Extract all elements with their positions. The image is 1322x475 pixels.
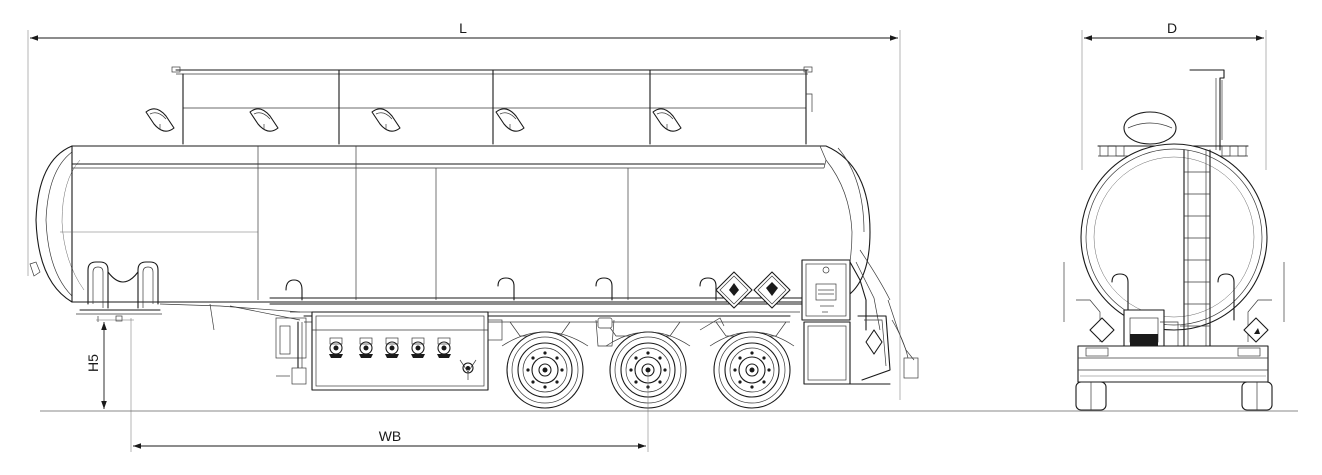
dimension-h5: H5 [85,319,134,409]
tank-end [1080,143,1268,331]
rear-view-wheels [1075,381,1273,411]
valve-cabinet [311,311,503,391]
rear-pipework [275,317,307,385]
rear-ladder [76,261,162,322]
height-label: H5 [85,354,101,372]
length-label: L [459,20,467,36]
diameter-label: D [1167,20,1177,36]
front-cabinet [801,259,851,385]
rear-underframe [1063,262,1285,383]
axle-wheels [501,331,795,409]
rear-view-ladder [1183,149,1211,381]
manhole-covers [145,108,682,132]
dimension-wheelbase: WB [130,318,649,452]
dimension-length: L [27,20,901,400]
dome [1123,111,1177,145]
side-view: L [27,20,919,452]
wheelbase-label: WB [379,428,402,444]
dimension-diameter: D [1081,20,1267,170]
hazard-placards [715,271,791,309]
handrail [171,66,813,145]
front-frame [849,249,919,385]
rear-view: D [1063,20,1285,411]
tank-body [29,145,871,303]
rear-rail [1189,69,1225,151]
